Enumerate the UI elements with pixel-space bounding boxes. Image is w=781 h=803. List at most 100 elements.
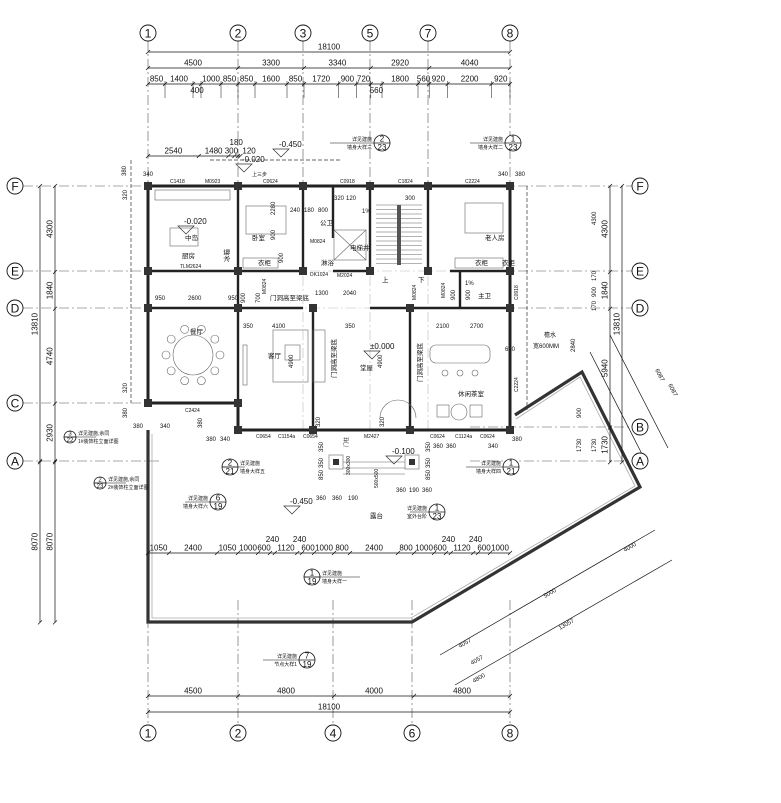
column [309,304,317,312]
callout-text: 详见建施 [483,136,503,143]
dimension-label: 380 [122,165,128,176]
dimension-label: 360 [332,496,343,502]
door-window-code: C2424 [185,408,200,414]
dimension-label: 380 [515,172,526,178]
dimension-label: 380 [206,437,217,443]
dimension-label: 320 [123,382,129,393]
dimension-label: 13810 [613,312,622,335]
callout-sheet: 23 [433,512,442,521]
axis-label: B [636,421,644,435]
callout-number: 3 [68,432,72,438]
dimension-label: 720 [357,75,371,84]
furniture [154,189,504,475]
axis-label: 1 [145,27,152,41]
dimension-label: 1720 [312,75,330,84]
elevation-mark: -0.020 [242,155,265,164]
kitchen-counter [154,189,231,201]
dimension-label: 1000 [315,544,333,553]
kitchen-island [169,227,199,247]
dimension-label: 240 [442,535,456,544]
callout-sheet: 19 [214,502,223,511]
axis-bubble-circle [139,24,157,42]
dimension-label: 900 [279,252,285,263]
axis-label: 6 [409,727,416,741]
dimension-label: 1120 [453,544,471,553]
axis-bubble-right-F: F [631,177,649,195]
axis-bubble-right-D: D [631,299,649,317]
dimension-label: 1000 [491,544,509,553]
axis-bubble-bottom-2: 2 [229,724,247,742]
door-window-code: 上三步 [252,171,267,178]
callout-number: 2 [98,478,102,484]
axis-bubble-circle [403,724,421,742]
column [234,399,242,407]
dimension-label: 360 [433,444,444,450]
pillar-core [409,459,415,465]
room-label: 露台 [370,511,383,520]
dimension-label: 2040 [343,291,357,297]
column [506,182,514,190]
dimension-label: 4100 [272,324,286,330]
dimension-label: 4740 [46,347,55,365]
dimension-label: 1120 [277,544,295,553]
dimension-label: 920 [432,75,446,84]
axis-label: D [636,302,645,316]
callout-text: 详见建施 [240,460,260,467]
dimension-label: 1050 [219,544,237,553]
pillar-core [333,459,339,465]
detail-callouts: 223详见建施墙身大样三123详见建施墙身大样二221详见建施墙身大样五121详… [63,135,522,669]
door-window-code: C0654 [303,434,318,440]
dimension-label: 340 [220,437,231,443]
bedroom-bed [245,205,287,235]
stool [441,369,449,377]
dimension-label: 4040 [461,59,479,68]
annotation-note: 宽600MM [533,342,559,350]
callout-number: 2 [228,459,233,468]
door-window-code: M0824 [262,278,268,294]
callout-sheet: 19 [308,577,317,586]
door-window-code: C1824 [398,179,413,185]
axis-label: 7 [425,27,432,41]
room-label: 衣柜 [258,258,272,267]
dimension-label: 1800 [391,75,409,84]
door-window-code: M0923 [205,179,221,185]
elevation-triangle-icon [363,350,381,360]
door-window-code: C0918 [340,179,355,185]
elevation-mark: -0.450 [279,140,302,149]
dimension-label: 13057 [558,618,576,632]
dimension-label: 120 [242,147,256,156]
dimension-label: 170 [592,270,598,281]
dining-chair [197,325,206,334]
dimension-label: 600 [505,347,516,353]
axis-bubble-circle [361,24,379,42]
axis-bubble-circle [6,394,24,412]
dimension-label: 340 [498,172,509,178]
door-window-code: C2224 [514,377,520,392]
dimension-label: 8070 [31,532,40,550]
dimension-label: 4300 [592,211,598,225]
door-window-code: C1124a [455,434,472,440]
column [506,426,514,434]
room-label: 衣柜 [502,258,516,267]
dimension-label: 340 [488,444,499,450]
column [144,267,152,275]
dimension-label: 13810 [31,312,40,335]
axis-bubble-bottom-4: 4 [324,724,342,742]
callout-sheet: 23 [378,143,387,152]
wardrobe-right [454,257,504,269]
dimension-label: 18100 [318,43,341,52]
callout-number: 1 [511,135,516,144]
terrace-parapet [146,369,643,624]
dimension-label: 1840 [46,281,55,299]
dining-chair [180,325,189,334]
dimension-label: 900 [592,286,598,297]
room-label: 老人房 [485,233,505,242]
callout-number: 7 [305,652,310,661]
column [406,304,414,312]
axis-bubble-top-8: 8 [501,24,519,42]
axis-bubble-circle [631,177,649,195]
